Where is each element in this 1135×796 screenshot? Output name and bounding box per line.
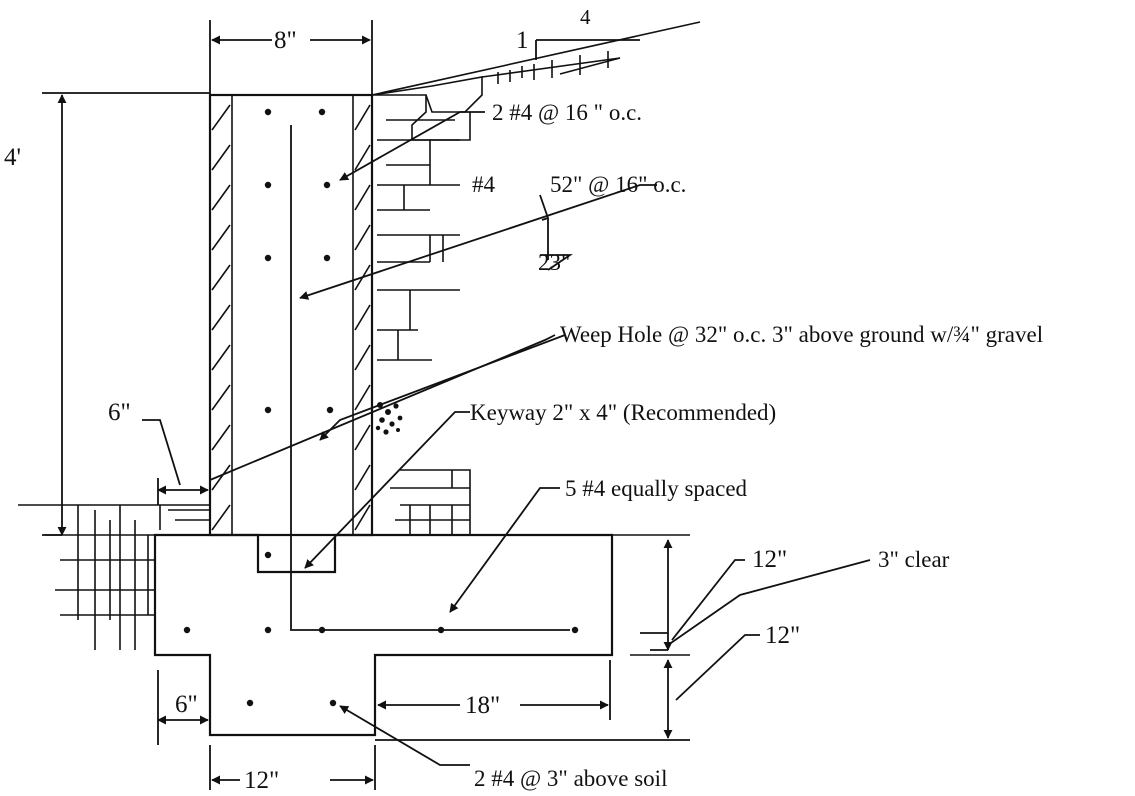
slope-rise-label: 1: [516, 27, 529, 54]
keyway-label: Keyway 2" x 4" (Recommended): [470, 400, 776, 425]
wall-width-label: 8": [274, 27, 297, 54]
footing-bar-dots: [183, 551, 579, 707]
heel-length-label: 18": [465, 692, 500, 719]
dimension-lines: [42, 20, 871, 790]
key-width-label: 12": [244, 767, 279, 794]
vert-bar-label: #4: [472, 172, 496, 197]
vert-bar-spacing-label: 52" @ 16" o.c.: [550, 172, 686, 197]
key-depth-label: 12": [765, 622, 800, 649]
backfill-soil: [371, 21, 701, 535]
slope-run-label: 4: [580, 5, 591, 29]
key-toe-offset-label: 6": [175, 691, 198, 718]
front-soil: [18, 504, 211, 650]
wall-height-label: 4': [4, 144, 21, 171]
footing: [153, 533, 690, 741]
top-bars-label: 2 #4 @ 16 " o.c.: [492, 100, 642, 125]
clear-cover-label: 3" clear: [878, 547, 950, 572]
gravel-icon: [375, 402, 403, 435]
wall-bar-dots: [264, 108, 334, 414]
labels: 8" 1 4 4' 2 #4 @ 16 " o.c. #4 52" @ 16" …: [4, 5, 1043, 794]
toe-offset-label: 6": [108, 399, 131, 426]
wall-stem: [208, 93, 570, 631]
footing-depth-label: 12": [752, 546, 787, 573]
key-bars-label: 2 #4 @ 3" above soil: [474, 766, 667, 791]
footing-bars-label: 5 #4 equally spaced: [565, 476, 748, 501]
weep-hole-label: Weep Hole @ 32" o.c. 3" above ground w/¾…: [560, 322, 1043, 347]
hook-length-label: 23": [538, 250, 570, 275]
